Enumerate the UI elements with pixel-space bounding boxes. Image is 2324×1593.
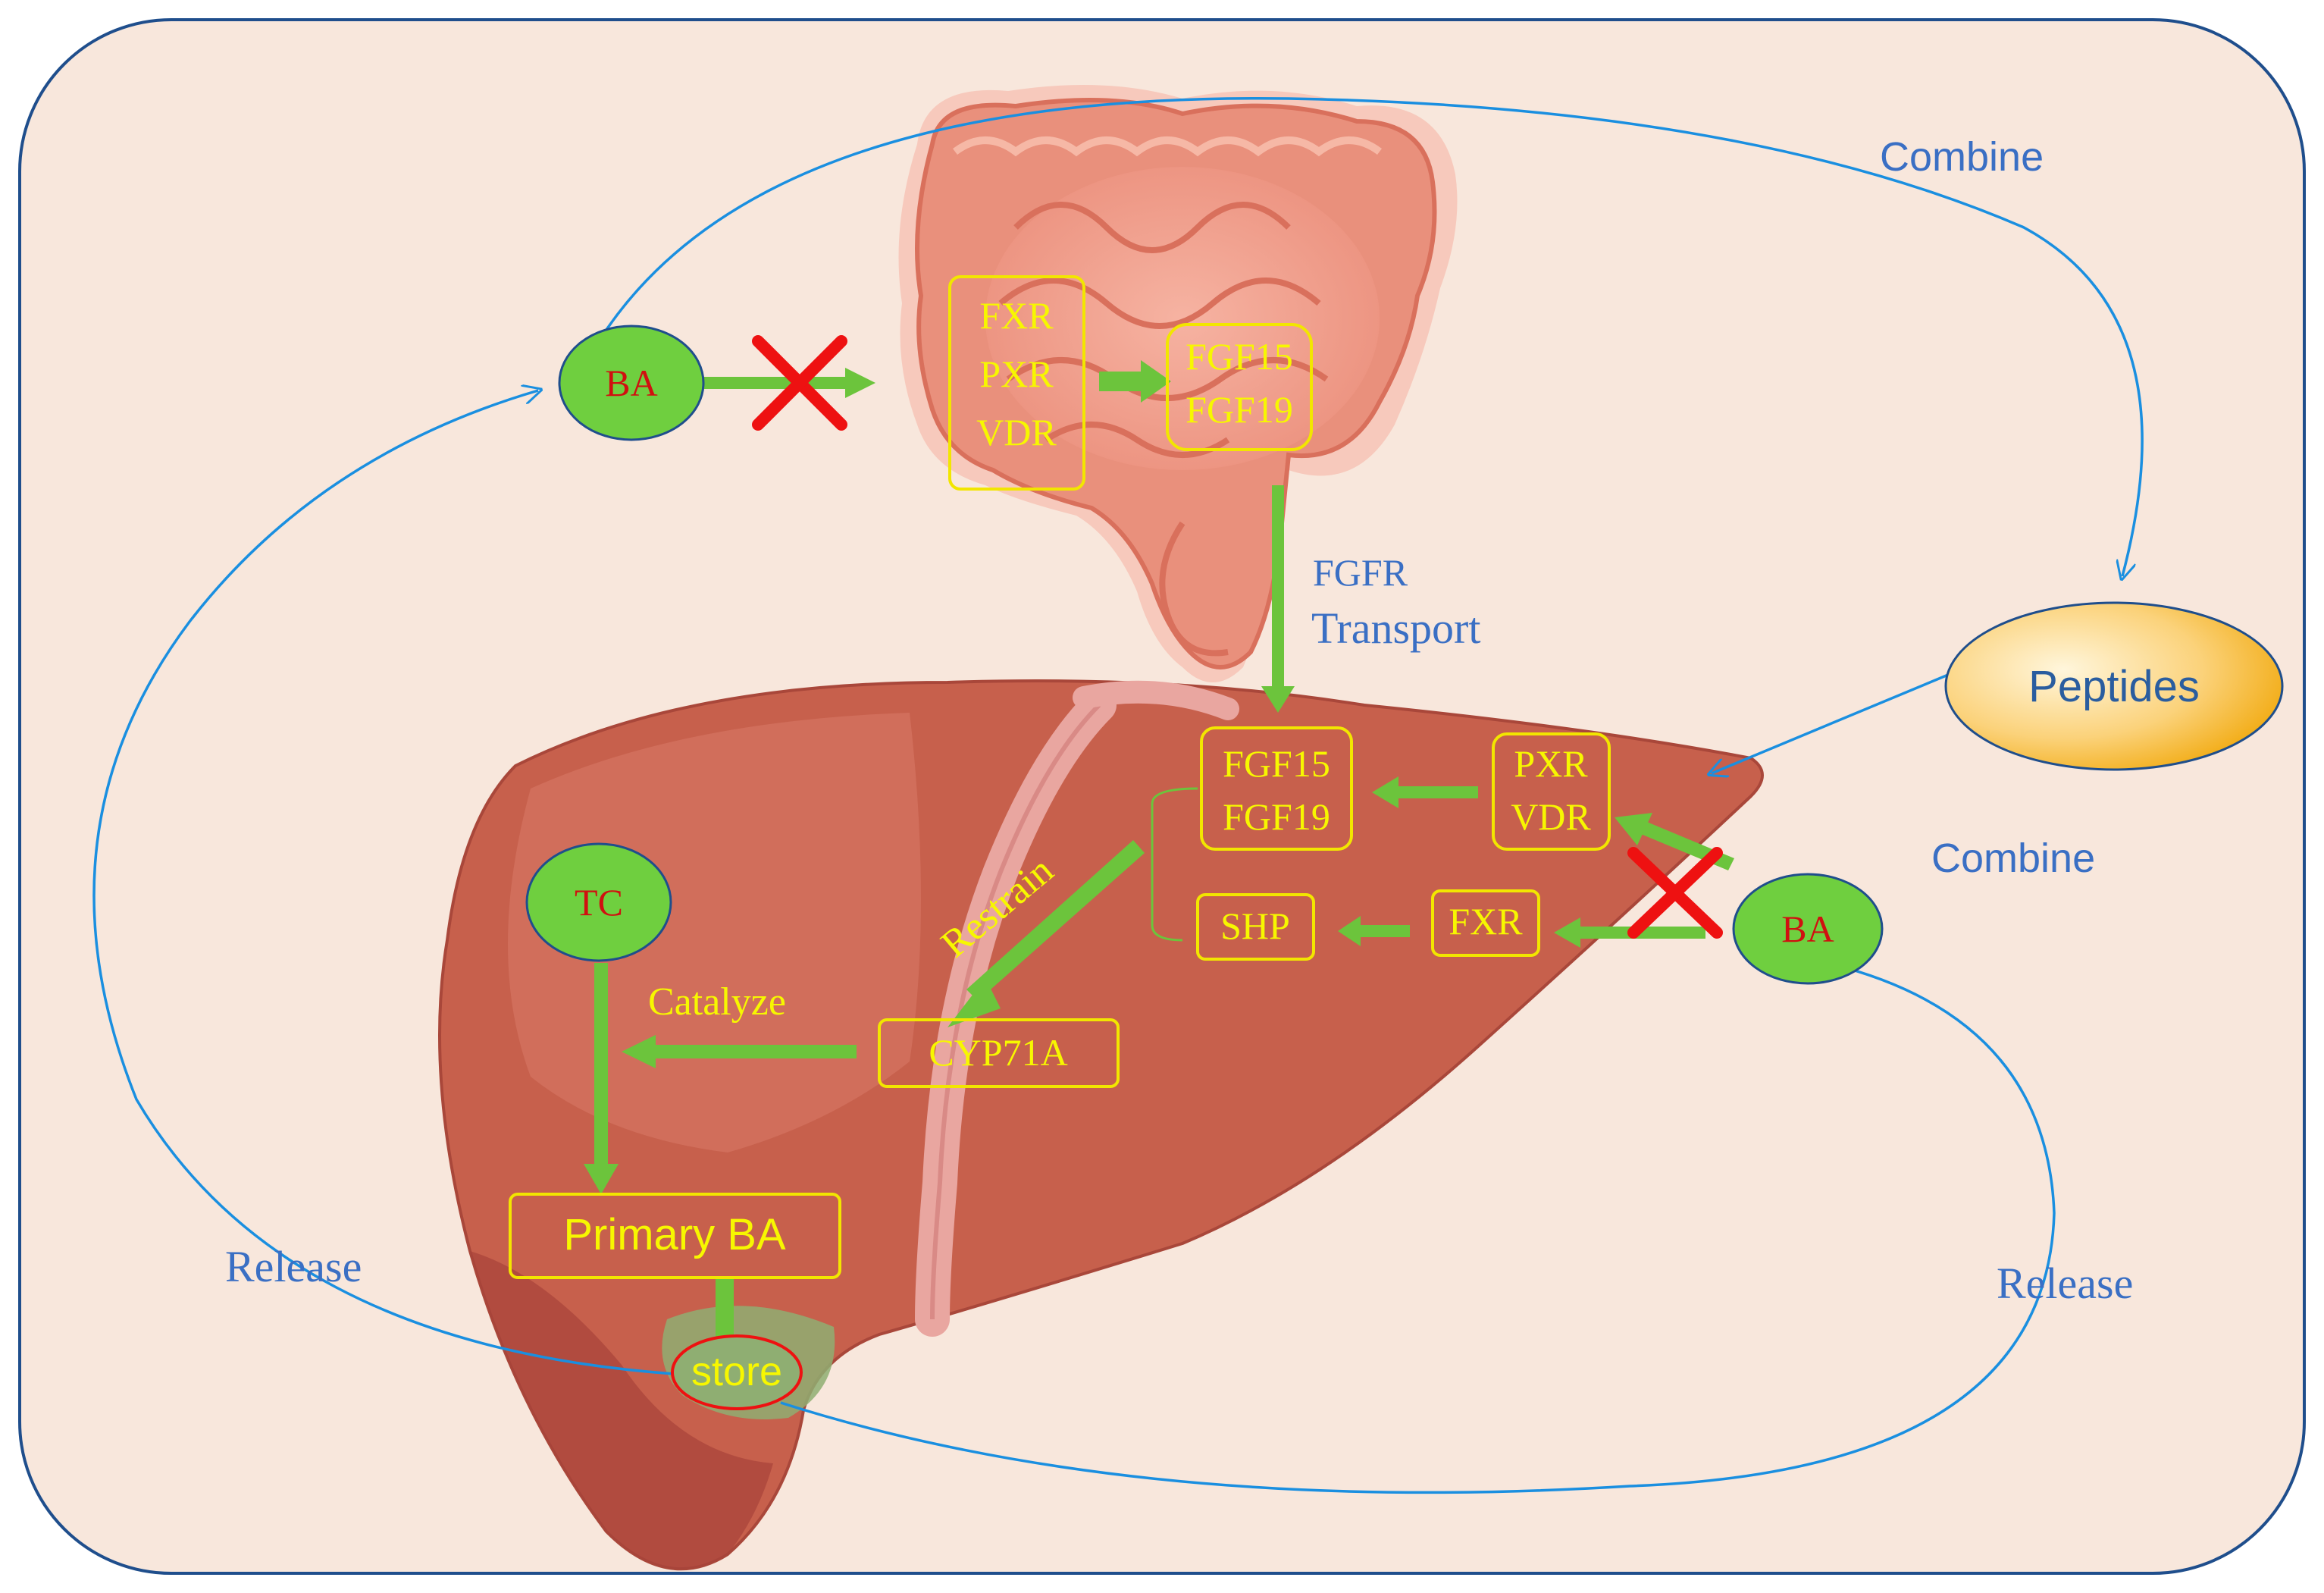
cyp71a-box: CYP71A [878,1018,1120,1088]
release-curve-left [92,390,713,1378]
flow-arrows [584,360,1734,1338]
red-x-icon-top [752,335,847,431]
fgfr-label: FGFR [1313,551,1408,594]
transport-label: Transport [1311,604,1480,653]
liver-receptor-box: PXR VDR [1492,732,1611,851]
intestine-fgf-2: FGF19 [1185,388,1293,431]
shp-label: SHP [1220,905,1290,947]
svg-text:TC: TC [575,881,623,924]
intestine-receptor-3: VDR [976,411,1057,453]
intestine-receptor-2: PXR [979,353,1054,395]
regulation-bracket [1151,787,1198,942]
ba-node-top: BA [558,325,705,441]
svg-text:BA: BA [605,362,657,404]
intestine-illustration [898,85,1458,682]
intestine-fgf-1: FGF15 [1185,335,1293,378]
peptides-node: Peptides [1944,601,2284,771]
ba-node-right: BA [1732,873,1884,985]
cyp71a-label: CYP71A [929,1031,1067,1074]
release-label-right: Release [1997,1259,2133,1308]
combine-curve-top [597,96,2144,576]
fxr-liver-label: FXR [1449,900,1523,942]
primary-ba-box: Primary BA [509,1193,841,1279]
liver-fgf-2: FGF19 [1223,795,1330,838]
release-label-left: Release [225,1242,362,1291]
liver-receptor-2: VDR [1511,795,1591,838]
catalyze-label: Catalyze [648,980,786,1024]
svg-text:Peptides: Peptides [2028,662,2200,711]
release-curve-right [780,963,2056,1494]
svg-text:store: store [691,1349,782,1394]
intestine-receptor-1: FXR [979,294,1054,337]
peptides-to-liver-line [1712,673,1949,773]
intestine-receptor-box: FXR PXR VDR [948,275,1085,491]
intestine-fgf-box: FGF15 FGF19 [1166,323,1313,451]
svg-text:BA: BA [1781,908,1834,950]
store-node: store [671,1334,803,1410]
combine-label-right: Combine [1931,836,2095,881]
shp-box: SHP [1196,893,1315,961]
liver-fgf-box: FGF15 FGF19 [1200,726,1353,851]
liver-fgf-1: FGF15 [1223,742,1330,785]
fxr-liver-box: FXR [1431,889,1540,957]
red-x-icon-right [1627,847,1723,939]
liver-receptor-1: PXR [1514,742,1588,785]
primary-ba-label: Primary BA [563,1210,786,1259]
combine-label-top: Combine [1880,134,2044,180]
tc-node: TC [525,842,672,962]
enterohepatic-cycle-lines [92,96,2144,1494]
